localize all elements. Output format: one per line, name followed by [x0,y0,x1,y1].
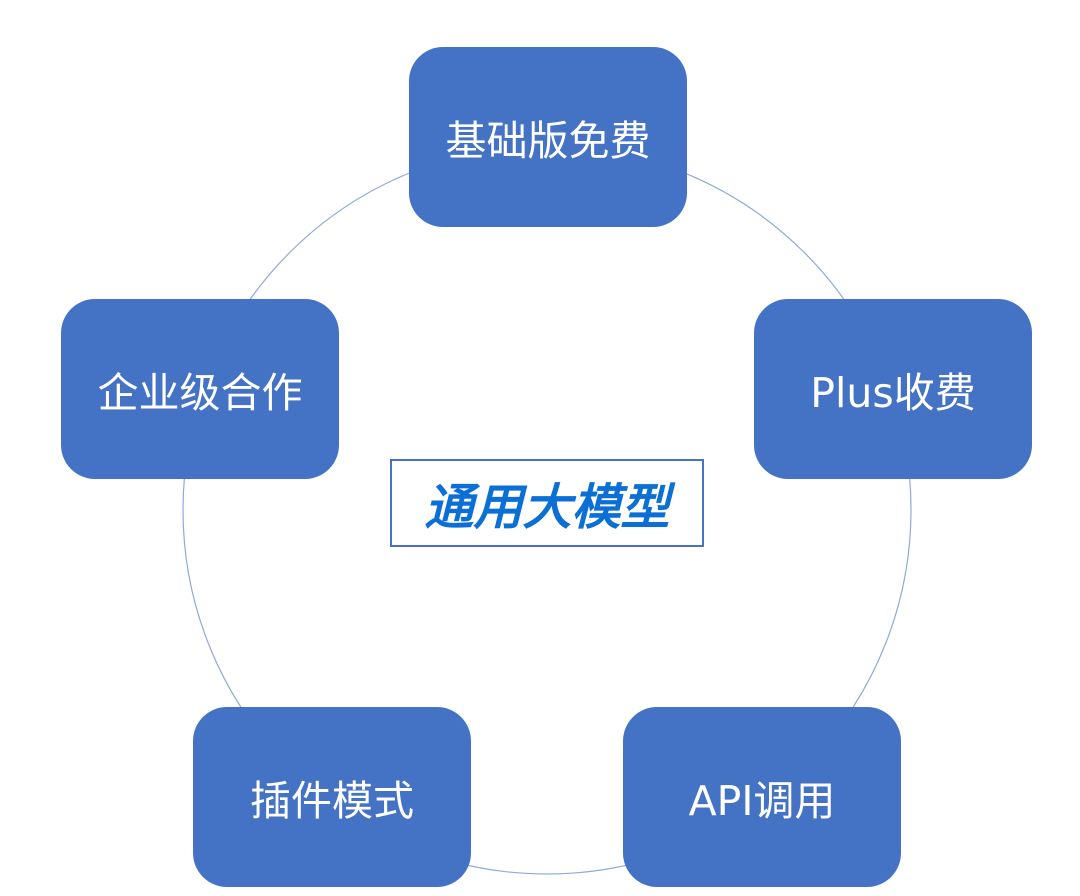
node-plugin-mode: 插件模式 [193,707,471,887]
node-basic-free: 基础版免费 [409,47,687,227]
node-api-call: API调用 [623,707,901,887]
node-enterprise-cooperation: 企业级合作 [61,299,339,479]
node-plus-paid: Plus收费 [754,299,1032,479]
center-title: 通用大模型 [390,459,704,547]
